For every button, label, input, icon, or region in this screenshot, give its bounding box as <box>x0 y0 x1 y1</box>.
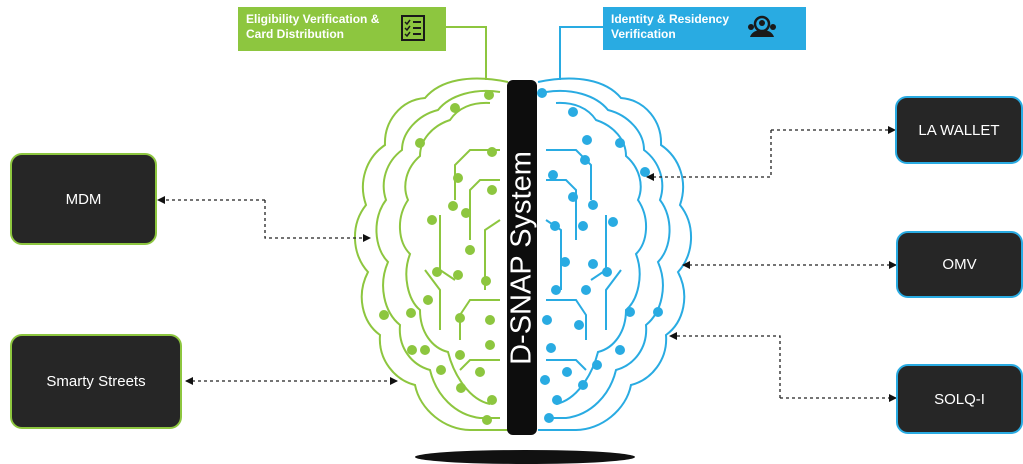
solq-i-node-label: SOLQ-I <box>934 390 985 408</box>
solq-i-node[interactable]: SOLQ-I <box>896 364 1023 434</box>
connector-mdm <box>264 200 371 242</box>
la-wallet-node-label: LA WALLET <box>918 121 1000 139</box>
person-search-icon <box>746 15 778 43</box>
eligibility-tag-label: Eligibility Verification & Card Distribu… <box>246 12 380 41</box>
system-label-text: D-SNAP System <box>505 150 538 365</box>
checklist-icon <box>401 15 425 45</box>
smarty-streets-node[interactable]: Smarty Streets <box>10 334 182 429</box>
right-tag-connector <box>559 26 603 80</box>
connectors <box>157 126 897 402</box>
omv-node-label: OMV <box>942 256 977 273</box>
system-bar <box>507 80 537 435</box>
connector-solq-brain <box>669 332 781 398</box>
right-circuit-nodes <box>537 88 663 423</box>
mdm-node[interactable]: MDM <box>10 153 157 245</box>
eligibility-tag: Eligibility Verification & Card Distribu… <box>238 7 446 51</box>
left-hemisphere <box>353 77 509 431</box>
omv-node[interactable]: OMV <box>896 231 1023 298</box>
left-circuit-nodes <box>379 90 497 425</box>
identity-tag-label: Identity & Residency Verification <box>611 12 730 41</box>
connector-la-wallet-brain <box>646 130 772 181</box>
mdm-node-label: MDM <box>65 190 102 208</box>
left-tag-connector <box>446 26 487 80</box>
la-wallet-node[interactable]: LA WALLET <box>895 96 1023 164</box>
identity-tag: Identity & Residency Verification <box>603 7 806 50</box>
right-hemisphere <box>537 77 693 431</box>
system-label: D-SNAP System <box>505 80 538 435</box>
smarty-streets-node-label: Smarty Streets <box>46 373 146 390</box>
brain-shadow <box>415 450 635 464</box>
